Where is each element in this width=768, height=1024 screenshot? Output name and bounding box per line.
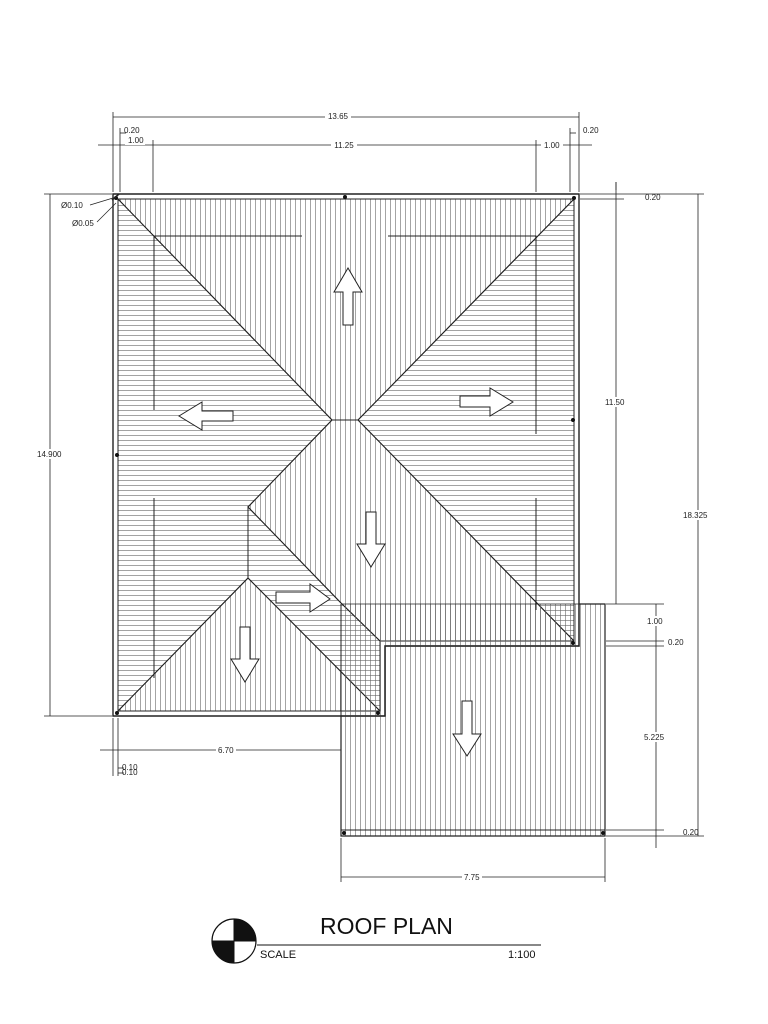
slope-arrows [178,267,514,757]
drawing-title: ROOF PLAN [320,913,453,939]
roof-wing [340,603,606,837]
dim-overhang-left: 1.00 [128,136,144,145]
dim-left-small-b: 0.10 [122,768,138,777]
scale-label: SCALE [260,949,296,961]
dim-bottom-eave: 0.20 [683,828,699,837]
dim-diameter-inner: Ø0.05 [72,219,94,228]
scale-value: 1:100 [508,949,536,961]
dim-overhang-right: 1.00 [544,141,560,150]
dim-eave-right: 0.20 [583,126,599,135]
dim-wing-depth: 5.225 [644,733,665,742]
dim-main-depth: 11.50 [605,398,625,407]
diameter-callouts [89,193,120,223]
slope-arrow-down-hip-icon [230,626,260,683]
section-marker-icon [211,918,257,964]
wall-lines [153,235,537,678]
dim-overall-height-left: 14.900 [37,450,62,459]
right-dimensions [580,182,704,848]
slope-arrow-up-icon [333,267,363,326]
dim-overall-width: 13.65 [328,112,349,121]
slope-arrow-left-icon [178,401,234,431]
slope-arrow-right-icon [459,387,514,417]
dim-overall-height-right: 18.325 [683,511,708,520]
dim-diameter-outer: Ø0.10 [61,201,83,210]
dim-left-small-a: 0.10 [122,763,138,772]
dim-inner-width: 11.25 [334,141,354,150]
slope-arrow-down-icon [356,511,386,568]
title-block: ROOF PLAN SCALE 1:100 [211,913,541,964]
dim-eave-left: 0.20 [124,126,140,135]
top-dimensions [98,112,592,192]
slope-arrow-right-small-icon [275,583,331,613]
dim-eave-top-right: 0.20 [645,193,661,202]
dim-left-run: 6.70 [218,746,234,755]
dim-step-offset: 1.00 [647,617,663,626]
dim-wing-width: 7.75 [464,873,480,882]
slope-arrow-down-wing-icon [452,700,482,757]
dim-step-eave: 0.20 [668,638,684,647]
